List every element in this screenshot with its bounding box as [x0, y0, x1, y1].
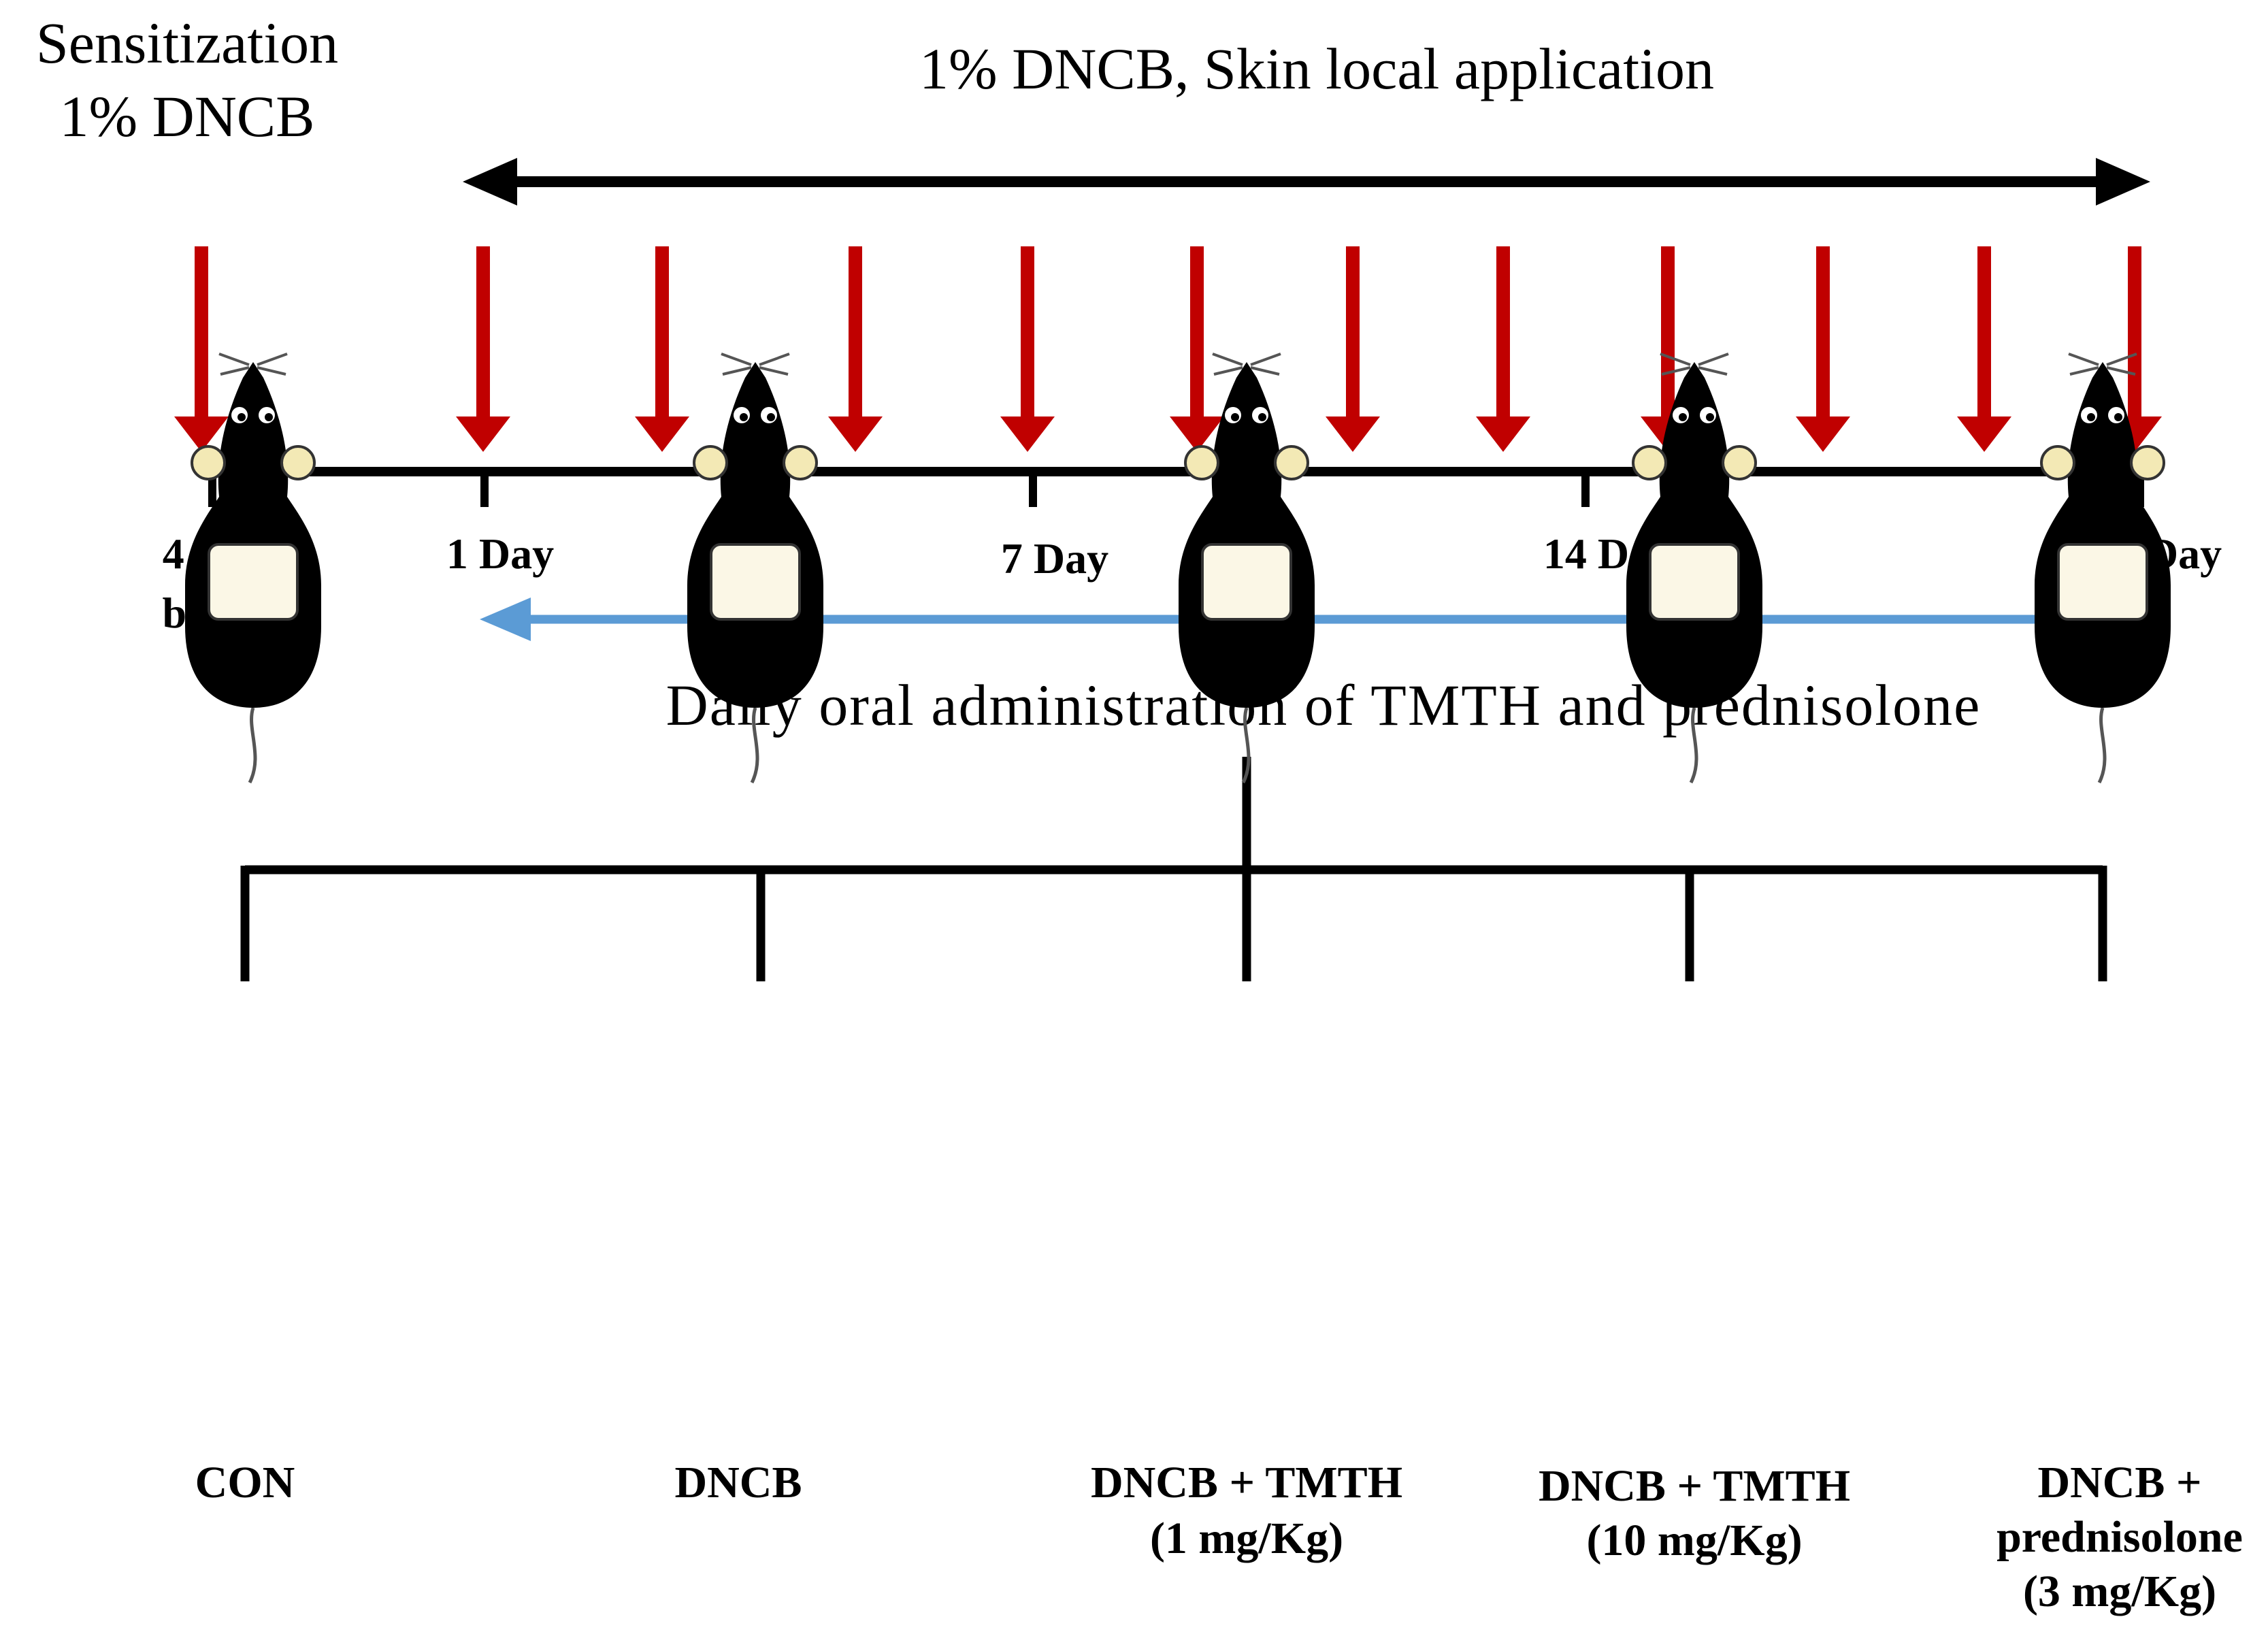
application-arrow — [1326, 246, 1380, 452]
application-arrow — [456, 246, 510, 452]
treatment-label: Daily oral administration of TMTH and pr… — [666, 672, 1982, 738]
group-label-tmth-low: DNCB + TMTH — [1091, 1458, 1402, 1507]
application-arrow — [1796, 246, 1850, 452]
application-arrow — [1170, 246, 1224, 452]
sensitization-agent: 1% DNCB — [59, 84, 314, 149]
sensitization-title: Sensitization — [36, 10, 338, 76]
application-arrow — [174, 246, 229, 452]
group-label-tmth-high-dose: (10 mg/Kg) — [1586, 1516, 1802, 1565]
group-label-tmth-high: DNCB + TMTH — [1539, 1461, 1850, 1511]
group-label-tmth-low-dose: (1 mg/Kg) — [1150, 1514, 1343, 1563]
group-label-prednisolone: DNCB + — [2037, 1458, 2201, 1507]
group-label-con: CON — [195, 1458, 295, 1507]
application-arrow — [1957, 246, 2011, 452]
application-period-arrow — [463, 158, 2150, 206]
group-tree — [240, 757, 2107, 981]
application-arrow — [828, 246, 883, 452]
group-label-prednisolone-name: prednisolone — [1996, 1512, 2243, 1562]
tick-label-day1: 1 Day — [446, 529, 554, 578]
application-label: 1% DNCB, Skin local application — [919, 36, 1714, 101]
tick-label-day7: 7 Day — [1001, 534, 1108, 583]
group-label-prednisolone-dose: (3 mg/Kg) — [2023, 1567, 2216, 1616]
application-arrow — [1476, 246, 1530, 452]
group-label-dncb: DNCB — [674, 1458, 802, 1507]
application-arrow — [635, 246, 689, 452]
application-arrow — [1000, 246, 1055, 452]
timeline-axis — [208, 467, 2145, 507]
application-arrows — [174, 246, 2162, 452]
